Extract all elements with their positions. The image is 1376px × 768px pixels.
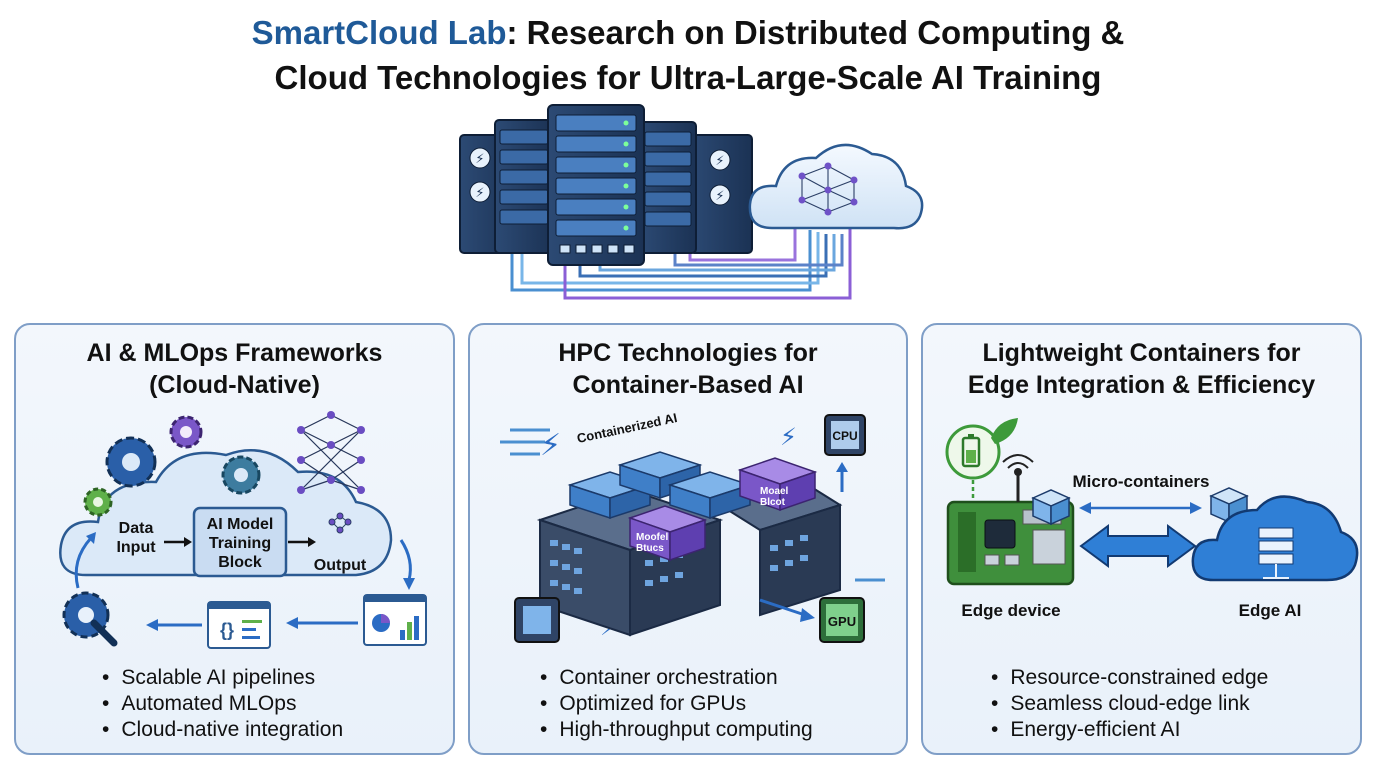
model-block-a-label-1: Moael xyxy=(760,486,789,497)
panel-ai-mlops-heading-line-1: AI & MLOps Frameworks xyxy=(86,339,383,367)
lightning-icon-right: ⚡ xyxy=(780,424,797,451)
loop-arrowhead-down xyxy=(403,578,415,590)
micro-container-cube-left xyxy=(1031,489,1071,526)
lab-name: SmartCloud Lab xyxy=(251,14,507,51)
model-block-a: Moael Blcot xyxy=(737,457,818,512)
bullet-item: Seamless cloud-edge link xyxy=(991,691,1268,717)
title-line-1-rest: : Research on Distributed Computing & xyxy=(506,14,1125,51)
bullet-item: Scalable AI pipelines xyxy=(102,665,343,691)
arrowhead-to-model xyxy=(184,537,192,547)
hpc-container-illustration: ⚡ ⚡ ⚡ Containerized AI xyxy=(500,410,885,643)
panel-edge-bullets: Resource-constrained edge Seamless cloud… xyxy=(991,665,1268,743)
panel-hpc-heading-line-2: Container-Based AI xyxy=(572,371,804,399)
model-block-label-line-1: AI Model xyxy=(207,516,274,533)
svg-text:⚡: ⚡ xyxy=(475,185,484,200)
model-block-label-line-3: Block xyxy=(218,554,262,571)
panel-edge-heading-line-1: Lightweight Containers for xyxy=(982,339,1301,367)
arrowhead-to-wrench xyxy=(146,619,158,631)
data-input-label-line-1: Data xyxy=(119,520,154,537)
bullet-item: Container orchestration xyxy=(540,665,813,691)
title-line-1: SmartCloud Lab: Research on Distributed … xyxy=(0,10,1376,55)
server-cloud-illustration: ⚡ ⚡ ⚡ ⚡ xyxy=(459,104,924,300)
panel-edge-heading-line-2: Edge Integration & Efficiency xyxy=(967,371,1316,399)
mlops-pipeline-illustration: Data Input AI Model Training Block Outpu… xyxy=(59,411,427,649)
arrowhead-to-output xyxy=(308,537,316,547)
bullet-item: Optimized for GPUs xyxy=(540,691,813,717)
battery-leaf-icon xyxy=(945,418,1018,480)
panel-hpc-bullets: Container orchestration Optimized for GP… xyxy=(540,665,813,743)
model-block-a-label-2: Blcot xyxy=(760,497,786,508)
server-rack-left: ⚡ ⚡ xyxy=(459,119,554,254)
edge-ai-label: Edge AI xyxy=(1239,601,1302,620)
output-label: Output xyxy=(314,557,367,574)
processor-chip-icon xyxy=(514,597,560,643)
arrowhead-to-gpu xyxy=(800,608,815,622)
cpu-chip-icon: CPU xyxy=(824,414,866,456)
svg-text:{}: {} xyxy=(220,620,234,640)
svg-text:⚡: ⚡ xyxy=(475,151,484,166)
panel-edge-containers: Lightweight Containers for Edge Integrat… xyxy=(921,323,1362,755)
title-line-2: Cloud Technologies for Ultra-Large-Scale… xyxy=(274,59,1102,96)
model-block-label-line-2: Training xyxy=(209,535,271,552)
cpu-label: CPU xyxy=(832,429,857,443)
sync-arrow-thin xyxy=(1079,502,1202,514)
wrench-gear-icon xyxy=(62,591,118,647)
bullet-item: High-throughput computing xyxy=(540,717,812,743)
server-rack-right: ⚡ ⚡ xyxy=(639,121,753,254)
gear-icon-large xyxy=(105,436,157,488)
gear-icon-purple xyxy=(169,415,203,449)
panel-ai-mlops-bullets: Scalable AI pipelines Automated MLOps Cl… xyxy=(102,665,343,743)
model-block-b-label-2: Btucs xyxy=(636,543,664,554)
code-window-icon: {} xyxy=(207,601,271,649)
loop-arrowhead-up xyxy=(86,532,96,544)
loop-arrow-up xyxy=(74,536,93,589)
bullet-item: Automated MLOps xyxy=(102,691,343,717)
wifi-signal-icon xyxy=(1002,454,1034,469)
panel-ai-mlops-heading: AI & MLOps Frameworks (Cloud-Native) xyxy=(16,337,453,401)
svg-text:⚡: ⚡ xyxy=(715,188,724,203)
model-block-b-label-1: Moofel xyxy=(636,532,668,543)
edge-device-label: Edge device xyxy=(961,601,1060,620)
neural-cloud-icon xyxy=(748,143,924,230)
bullet-item: Cloud-native integration xyxy=(102,717,343,743)
svg-text:⚡: ⚡ xyxy=(715,153,724,168)
panel-ai-mlops: AI & MLOps Frameworks (Cloud-Native) xyxy=(14,323,455,755)
bidirectional-arrow-icon xyxy=(1079,524,1197,568)
panel-hpc-heading-line-1: HPC Technologies for xyxy=(558,339,818,367)
edge-cloud-server-icon xyxy=(1191,495,1359,582)
data-input-label-line-2: Input xyxy=(116,539,156,556)
containerized-ai-label: Containerized AI xyxy=(576,410,679,446)
server-rack-center xyxy=(547,104,645,266)
output-network-icon xyxy=(328,512,352,534)
arrowhead-to-code xyxy=(286,617,298,629)
chart-window-icon xyxy=(363,594,427,646)
micro-container-cube-right xyxy=(1209,487,1249,524)
arrow-to-gpu xyxy=(759,598,806,617)
loop-arrow-down xyxy=(399,539,412,581)
arrowhead-to-cpu xyxy=(836,462,848,472)
panel-hpc-heading: HPC Technologies for Container-Based AI xyxy=(470,337,906,401)
edge-integration-illustration: Micro-containers Edge device Edge AI xyxy=(945,418,1359,620)
edge-device-board xyxy=(946,468,1075,586)
gear-icon-teal xyxy=(221,455,261,495)
bullet-item: Resource-constrained edge xyxy=(991,665,1268,691)
gpu-chip-icon: GPU xyxy=(819,597,865,643)
bullet-item: Energy-efficient AI xyxy=(991,717,1268,743)
micro-containers-label: Micro-containers xyxy=(1073,472,1210,491)
neural-network-icon xyxy=(297,411,365,494)
panel-edge-heading: Lightweight Containers for Edge Integrat… xyxy=(923,337,1360,401)
gpu-label: GPU xyxy=(828,614,856,629)
page-title: SmartCloud Lab: Research on Distributed … xyxy=(0,10,1376,100)
panel-hpc-containers: HPC Technologies for Container-Based AI … xyxy=(468,323,908,755)
model-block-b: Moofel Btucs xyxy=(627,505,708,562)
panel-ai-mlops-heading-line-2: (Cloud-Native) xyxy=(149,371,320,399)
gear-icon-green xyxy=(83,487,113,517)
ai-model-training-block xyxy=(192,506,288,578)
lightning-icon-left: ⚡ xyxy=(540,429,561,462)
speed-lines xyxy=(500,428,885,582)
